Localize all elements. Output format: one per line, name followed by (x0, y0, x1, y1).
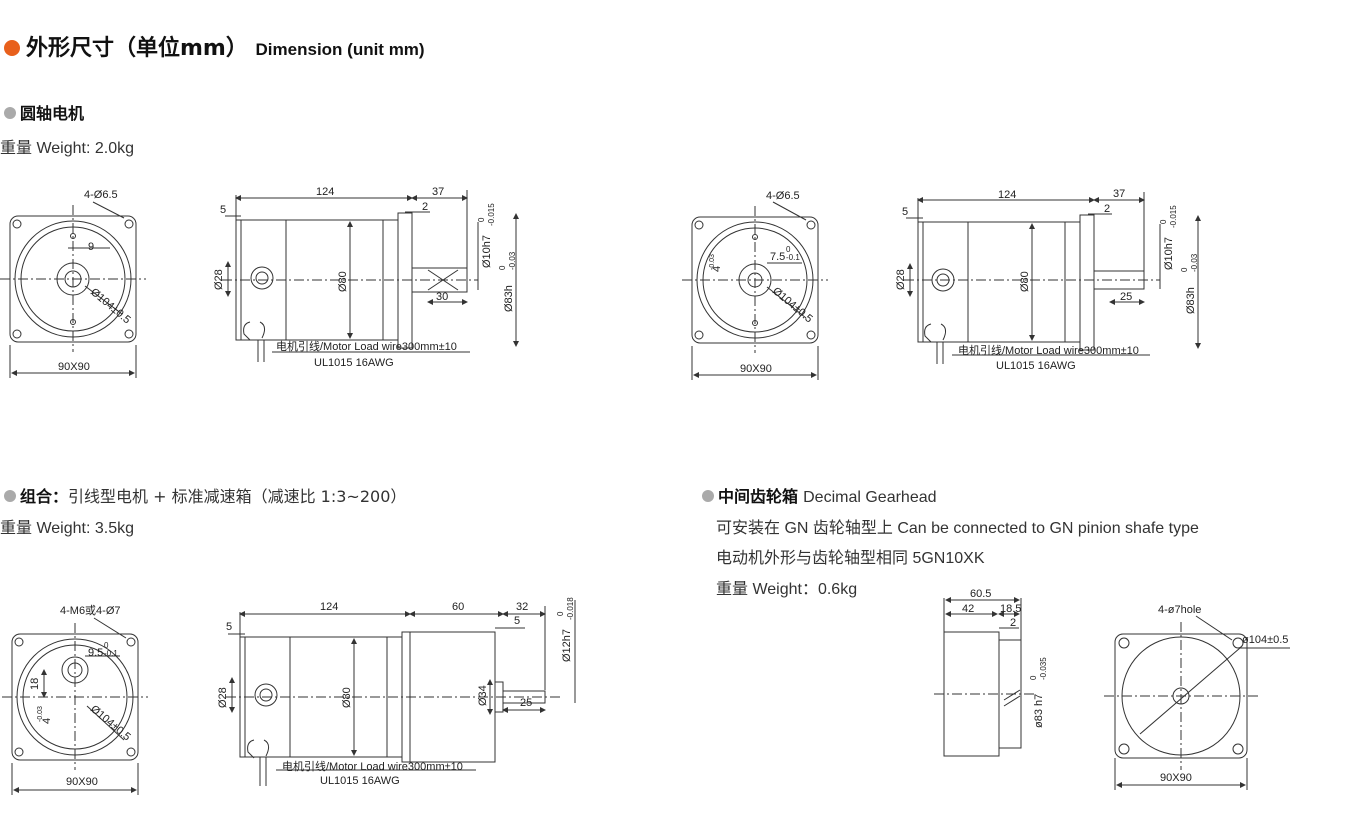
label-37: 37 (432, 186, 444, 198)
gearhead-weight: 重量 Weight：0.6kg (716, 581, 858, 598)
round-shaft-weight: 重量 Weight: 2.0kg (0, 140, 134, 157)
svg-text:0: 0 (1029, 675, 1038, 680)
label-holes: 4-Ø6.5 (84, 189, 118, 201)
front-view-3 (2, 617, 148, 795)
svg-text:2: 2 (1010, 617, 1016, 629)
svg-text:4: 4 (711, 266, 723, 272)
label-18-5: 18.5 (1000, 603, 1021, 615)
gray-bullet-icon (4, 107, 16, 119)
svg-text:电机引线/Motor Load wire300mm±10: 电机引线/Motor Load wire300mm±10 (282, 759, 463, 773)
svg-text:4: 4 (41, 718, 53, 724)
label-dia80: Ø80 (337, 271, 349, 292)
svg-text:5: 5 (902, 206, 908, 218)
gray-bullet-icon (702, 490, 714, 502)
label-holes-m6: 4-M6或4-Ø7 (60, 604, 121, 617)
svg-text:Ø80: Ø80 (1019, 271, 1031, 292)
side-view-2 (904, 192, 1201, 364)
svg-text:-0.018: -0.018 (566, 597, 575, 620)
label-dia104b: ø104±0.5 (1242, 634, 1288, 646)
svg-text:60: 60 (452, 601, 464, 613)
label-holes-7: 4-ø7hole (1158, 604, 1201, 616)
svg-text:Ø80: Ø80 (341, 687, 353, 708)
svg-text:Ø10h7: Ø10h7 (1163, 237, 1175, 270)
label-dia28: Ø28 (213, 269, 225, 290)
gray-bullet-icon (4, 490, 16, 502)
svg-text:0: 0 (1180, 267, 1189, 272)
gearhead-front-view (1104, 615, 1290, 790)
side-view-3 (226, 600, 576, 786)
svg-text:5: 5 (226, 621, 232, 633)
svg-text:-0.1: -0.1 (104, 649, 118, 658)
svg-text:-0.03: -0.03 (1190, 253, 1199, 272)
svg-text:124: 124 (320, 601, 338, 613)
side-view-1 (222, 190, 519, 362)
svg-text:0: 0 (498, 265, 507, 270)
svg-text:90X90: 90X90 (66, 776, 98, 788)
section-combo-title: 组合：引线型电机 + 标准减速箱（减速比 1:3~200） (4, 483, 406, 507)
svg-text:-0.1: -0.1 (786, 253, 800, 262)
label-124: 124 (316, 186, 334, 198)
svg-text:-0.015: -0.015 (1169, 205, 1178, 228)
page-title: 外形尺寸（单位mm） Dimension (unit mm) (4, 30, 425, 62)
svg-text:25: 25 (1120, 291, 1132, 303)
front-view-2 (682, 201, 828, 380)
svg-text:Ø104±0.5: Ø104±0.5 (770, 285, 815, 325)
label-wire: 电机引线/Motor Load wire300mm±10 (276, 339, 457, 353)
svg-text:UL1015 16AWG: UL1015 16AWG (996, 360, 1076, 372)
svg-text:0: 0 (1159, 219, 1168, 224)
svg-text:5: 5 (514, 615, 520, 627)
svg-text:0: 0 (786, 245, 791, 254)
combo-weight: 重量 Weight: 3.5kg (0, 520, 134, 537)
svg-text:25: 25 (520, 697, 532, 709)
svg-text:-0.03: -0.03 (709, 254, 716, 270)
label-60-5: 60.5 (970, 588, 991, 600)
title-chinese: 外形尺寸（单位mm） (26, 36, 248, 61)
svg-text:-0.035: -0.035 (1039, 657, 1048, 680)
svg-text:0: 0 (477, 217, 486, 222)
svg-text:124: 124 (998, 189, 1016, 201)
svg-text:90X90: 90X90 (740, 363, 772, 375)
label-30: 30 (436, 291, 448, 303)
label-90x90: 90X90 (58, 361, 90, 373)
label-ul: UL1015 16AWG (314, 357, 394, 369)
label-2: 2 (422, 201, 428, 213)
svg-text:18: 18 (29, 678, 41, 690)
section-round-shaft-title: 圆轴电机 (4, 100, 84, 124)
front-view-1 (0, 201, 146, 378)
label-5: 5 (220, 204, 226, 216)
svg-text:Ø34: Ø34 (477, 685, 489, 706)
label-9: 9 (88, 241, 94, 253)
svg-text:0: 0 (556, 611, 565, 616)
orange-bullet-icon (4, 40, 20, 56)
svg-text:90X90: 90X90 (1160, 772, 1192, 784)
svg-text:Ø28: Ø28 (895, 269, 907, 290)
svg-text:32: 32 (516, 601, 528, 613)
label-dia104: Ø104±0.5 (88, 286, 133, 326)
svg-text:电机引线/Motor Load wire300mm±10: 电机引线/Motor Load wire300mm±10 (958, 343, 1139, 357)
svg-text:4-Ø6.5: 4-Ø6.5 (766, 190, 800, 202)
label-42: 42 (962, 603, 974, 615)
svg-text:Ø28: Ø28 (217, 687, 229, 708)
gearhead-line2: 电动机外形与齿轮轴型相同 5GN10XK (716, 550, 985, 567)
gearhead-side-view (934, 597, 1035, 757)
svg-text:9.5: 9.5 (88, 647, 103, 659)
gearhead-line1: 可安装在 GN 齿轮轴型上 Can be connected to GN pin… (716, 520, 1199, 537)
svg-text:-0.03: -0.03 (37, 706, 44, 722)
svg-text:37: 37 (1113, 188, 1125, 200)
svg-text:Ø83h: Ø83h (1185, 287, 1197, 314)
svg-text:-0.03: -0.03 (508, 251, 517, 270)
label-12h7: Ø12h7 (561, 629, 573, 662)
svg-text:UL1015 16AWG: UL1015 16AWG (320, 775, 400, 787)
drawing-labels: 4-Ø6.5 9 Ø104±0.5 90X90 124 37 5 2 Ø28 Ø… (29, 186, 1288, 788)
section-gearhead-title: 中间齿轮箱 Decimal Gearhead (702, 483, 937, 507)
label-10h7: Ø10h7 (481, 235, 493, 268)
label-83h: Ø83h (503, 285, 515, 312)
svg-text:-0.015: -0.015 (487, 203, 496, 226)
svg-text:2: 2 (1104, 203, 1110, 215)
svg-text:7.5: 7.5 (770, 251, 785, 263)
title-english: Dimension (unit mm) (255, 40, 425, 59)
label-83h7: ø83 h7 (1033, 694, 1045, 728)
svg-text:0: 0 (104, 641, 109, 650)
